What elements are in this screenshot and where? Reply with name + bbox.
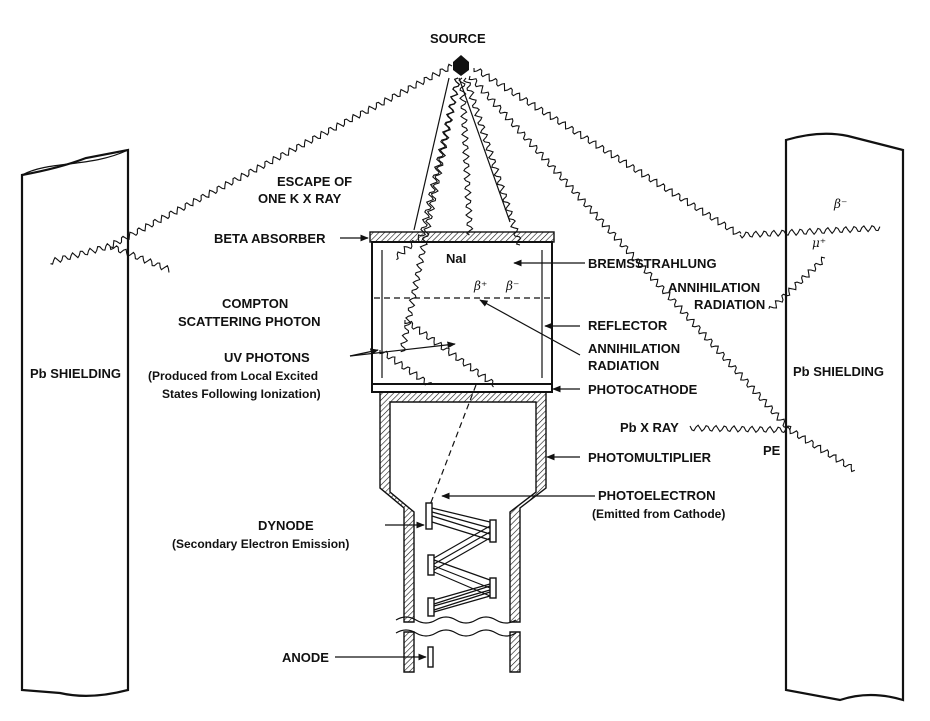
label-source: SOURCE [430, 31, 486, 46]
anode-plate [427, 646, 434, 668]
label-pb-xray: Pb X RAY [620, 420, 679, 435]
label-escape-1: ESCAPE OF [277, 174, 352, 189]
label-compton-2: SCATTERING PHOTON [178, 314, 321, 329]
photocathode-bar [371, 383, 553, 393]
label-pb-shielding-left: Pb SHIELDING [30, 366, 121, 381]
dynode-chain [425, 502, 497, 617]
gamma-ray-paths [50, 63, 881, 473]
label-anode: ANODE [282, 650, 329, 665]
label-compton-1: COMPTON [222, 296, 288, 311]
label-escape-2: ONE K X RAY [258, 191, 342, 206]
photomultiplier-tube [379, 391, 547, 673]
beta-absorber-plate [369, 231, 555, 243]
label-pb-shielding-right: Pb SHIELDING [793, 364, 884, 379]
label-annihilation-center-2: RADIATION [588, 358, 659, 373]
label-uv-1: UV PHOTONS [224, 350, 310, 365]
label-annihilation-center-1: ANNIHILATION [588, 341, 680, 356]
label-pe: PE [763, 443, 781, 458]
label-beta-plus: β⁺ [473, 279, 487, 293]
label-photomultiplier: PHOTOMULTIPLIER [588, 450, 712, 465]
label-beta-minus-crystal: β⁻ [505, 279, 519, 293]
source-hexagon [453, 55, 469, 76]
label-nai: NaI [446, 251, 466, 266]
label-reflector: REFLECTOR [588, 318, 668, 333]
electron-tracks [374, 77, 550, 506]
label-dynode-1: DYNODE [258, 518, 314, 533]
label-annihilation-right-1: ANNIHILATION [668, 280, 760, 295]
label-photoelectron-2: (Emitted from Cathode) [592, 507, 725, 521]
label-dynode-2: (Secondary Electron Emission) [172, 537, 349, 551]
label-beta-absorber: BETA ABSORBER [214, 231, 326, 246]
label-beta-minus-right: β⁻ [833, 197, 847, 211]
label-annihilation-right-2: RADIATION [694, 297, 765, 312]
pb-shielding-right-block [784, 132, 905, 702]
label-uv-3: States Following Ionization) [162, 387, 321, 401]
label-uv-2: (Produced from Local Excited [148, 369, 318, 383]
pb-shielding-left-block [20, 148, 130, 697]
label-photoelectron-1: PHOTOELECTRON [598, 488, 716, 503]
leader-lines [335, 234, 595, 661]
label-bremsstrahlung: BREMSSTRAHLUNG [588, 256, 717, 271]
label-mu-plus: μ⁺ [812, 236, 826, 250]
label-photocathode: PHOTOCATHODE [588, 382, 698, 397]
